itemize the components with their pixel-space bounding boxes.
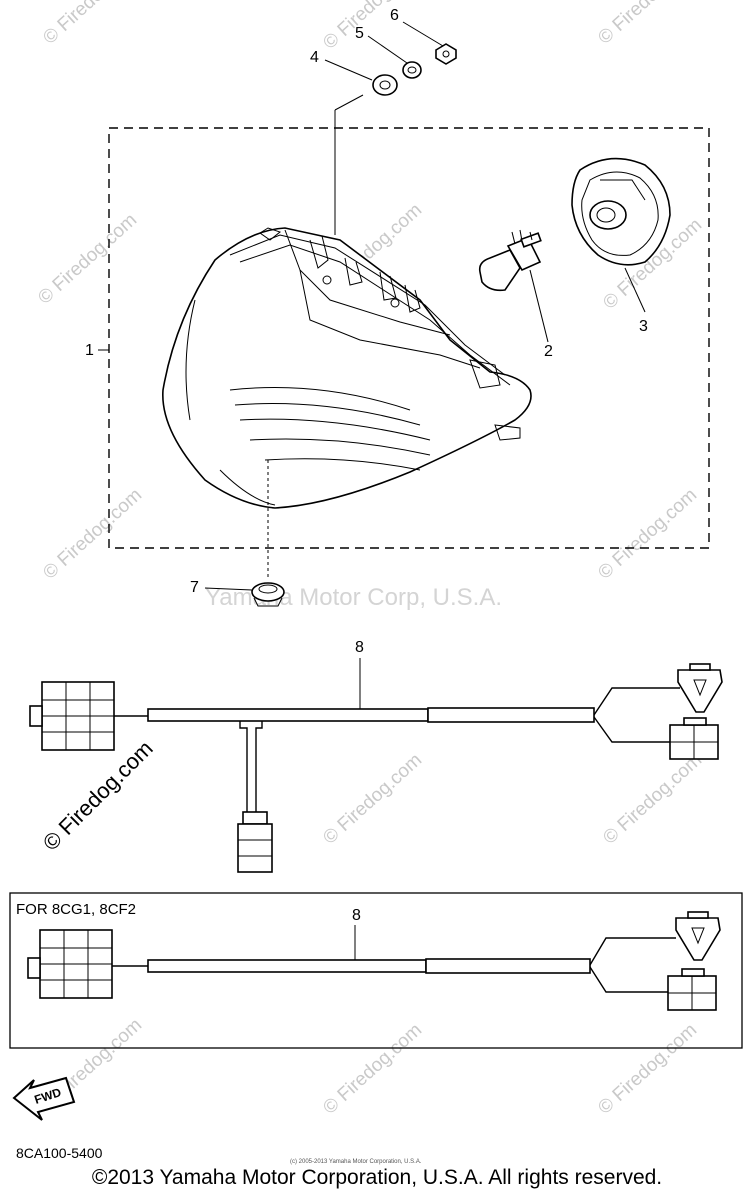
watermark: © Firedog.com (319, 750, 426, 849)
variant-box (9, 892, 743, 1049)
bulb-cover (571, 157, 671, 266)
callout-1: 1 (85, 342, 94, 359)
watermark: © Firedog.com (319, 0, 426, 54)
assembly-dashed-box (108, 127, 710, 549)
callout-5: 5 (355, 25, 364, 42)
grommet-part-4 (372, 74, 398, 96)
callout-8: 8 (355, 639, 364, 656)
watermark: © Firedog.com (319, 1020, 426, 1119)
forward-arrow-icon: FWD (12, 1076, 76, 1121)
watermark: © Firedog.com (599, 750, 706, 849)
corporate-watermark: Yamaha Motor Corp, U.S.A. (205, 584, 502, 611)
collar-part-5 (402, 61, 422, 79)
watermark: © Firedog.com (594, 485, 701, 584)
callout-8-variant: 8 (352, 907, 361, 924)
variant-label: FOR 8CG1, 8CF2 (16, 901, 136, 918)
callout-4: 4 (310, 49, 319, 66)
small-print: (c) 2005-2013 Yamaha Motor Corporation, … (290, 1159, 422, 1165)
wire-harness-standard (29, 663, 723, 873)
grommet-part-7 (251, 582, 285, 607)
diagram-code: 8CA100-5400 (16, 1145, 103, 1161)
callout-2: 2 (544, 343, 553, 360)
bulb (478, 229, 542, 292)
copyright-notice: ©2013 Yamaha Motor Corporation, U.S.A. A… (91, 1166, 663, 1189)
watermark: © Firedog.com (594, 0, 701, 49)
callout-3: 3 (639, 318, 648, 335)
watermark: © Firedog.com (34, 210, 141, 309)
callout-6: 6 (390, 7, 399, 24)
firedog-watermark: © Firedog.com (38, 736, 158, 856)
watermark: © Firedog.com (39, 485, 146, 584)
callout-7: 7 (190, 579, 199, 596)
wire-harness-variant (27, 911, 721, 1011)
watermark: © Firedog.com (39, 0, 146, 49)
watermark: © Firedog.com (594, 1020, 701, 1119)
nut-part-6 (435, 43, 457, 65)
headlight-unit (162, 227, 532, 509)
